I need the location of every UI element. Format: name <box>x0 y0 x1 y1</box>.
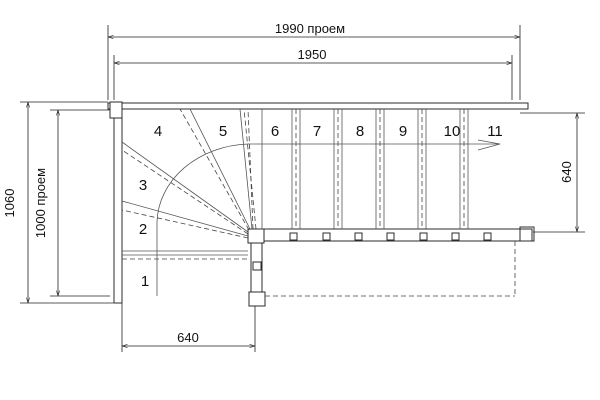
step-label: 11 <box>487 123 503 140</box>
stair-structure <box>107 101 535 307</box>
step-label: 9 <box>399 123 407 140</box>
dimension-bottom-width-label: 640 <box>177 330 199 345</box>
step-label: 2 <box>139 221 147 238</box>
dimension-left-overall: 1060 <box>2 101 122 304</box>
baluster-vertical <box>252 261 262 271</box>
step-label: 4 <box>154 123 162 140</box>
corner-post-inner <box>247 228 265 244</box>
dimension-overall-opening: 1990 проем <box>107 21 521 100</box>
step-labels: 1 2 3 4 5 6 7 8 9 10 11 <box>139 123 503 290</box>
dimension-overall-inner: 1950 <box>113 47 513 100</box>
dimension-right-height: 640 <box>520 112 585 233</box>
step-label: 5 <box>219 123 227 140</box>
step-label: 8 <box>356 123 364 140</box>
step-label: 6 <box>271 123 279 140</box>
winder-treads <box>121 108 501 296</box>
step-label: 1 <box>141 273 149 290</box>
newel-post-bottom <box>248 291 266 307</box>
dimension-bottom-width: 640 <box>121 303 256 352</box>
step-label: 10 <box>444 123 461 140</box>
step-label: 3 <box>139 177 147 194</box>
dimension-left-overall-label: 1060 <box>2 189 17 218</box>
dimension-right-height-label: 640 <box>559 161 574 183</box>
dimension-left-opening-label: 1000 проем <box>33 168 48 238</box>
step-label: 7 <box>313 123 321 140</box>
walking-direction-arrow <box>477 139 501 151</box>
dimension-left-opening: 1000 проем <box>33 109 110 297</box>
dimension-overall-inner-label: 1950 <box>298 47 327 62</box>
dimension-overall-opening-label: 1990 проем <box>275 21 345 36</box>
corner-post-top <box>109 101 123 119</box>
straight-treads <box>291 109 469 229</box>
